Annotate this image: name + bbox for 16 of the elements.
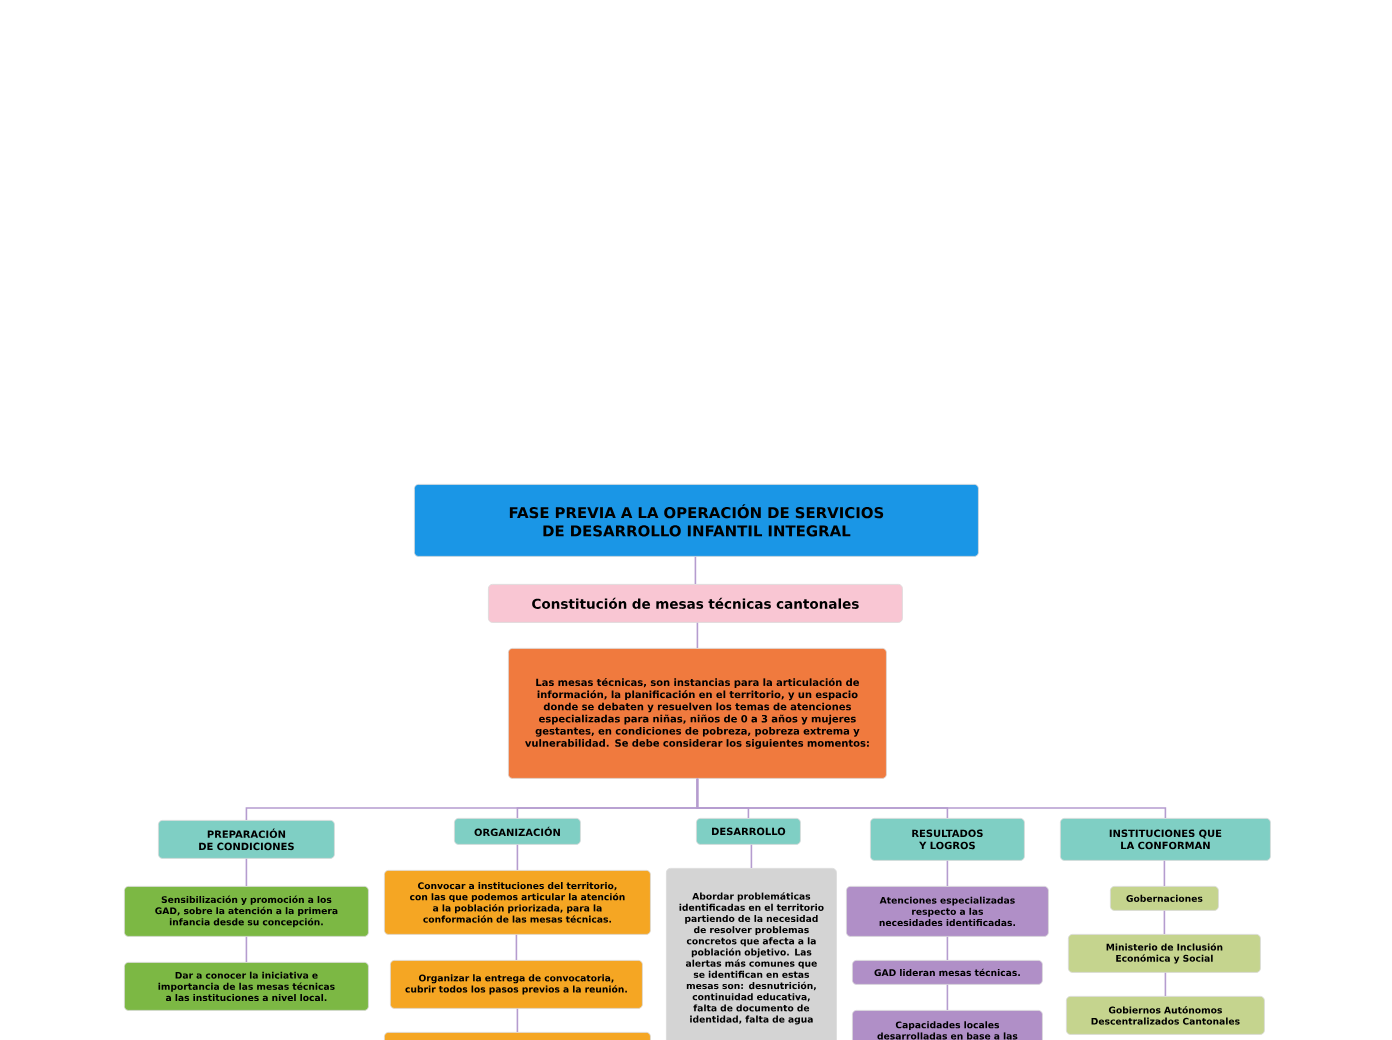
connector-line [515,934,518,961]
connector-line [245,936,248,963]
connector-line [946,984,949,1011]
connector-line [1163,860,1166,887]
empty-box [384,1032,651,1040]
connector-line [750,844,753,869]
connector-line [946,936,949,961]
connector-line [1163,910,1166,935]
connector-line [946,860,949,887]
connector-line [245,858,248,887]
connector-line [696,622,699,649]
connector-line [696,778,1167,819]
connector-line [516,1008,519,1033]
connector-line [1164,972,1167,997]
connector-line [694,556,697,585]
connector-line [516,844,519,871]
